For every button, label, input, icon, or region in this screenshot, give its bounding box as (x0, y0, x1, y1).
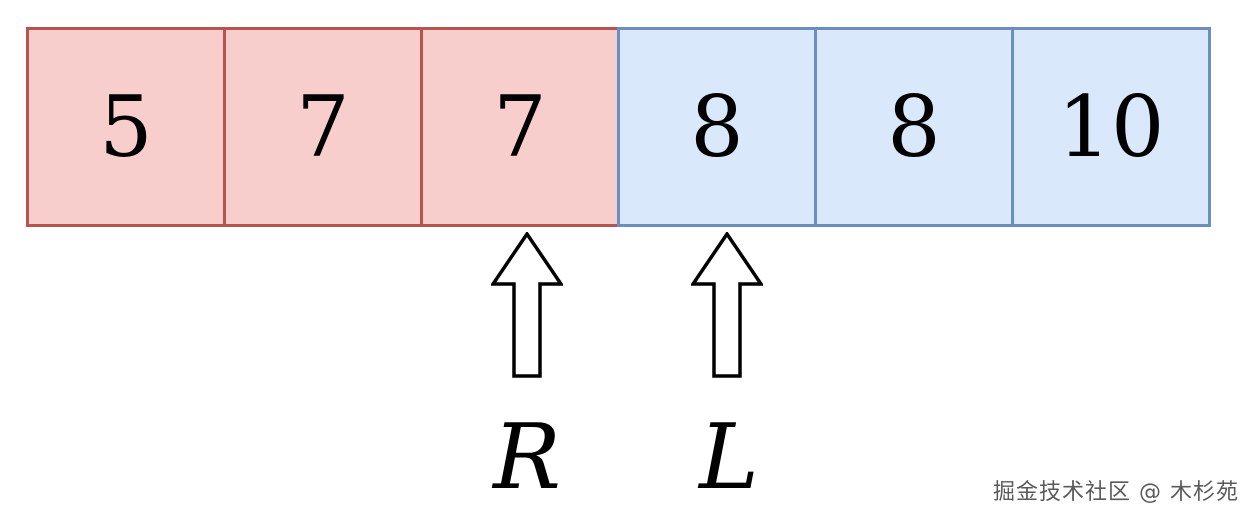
array-strip: 5 7 7 8 8 10 (26, 27, 1211, 227)
array-cell-1: 7 (223, 27, 423, 227)
array-cell-4: 8 (814, 27, 1014, 227)
pointer-label-l: L (699, 405, 759, 510)
array-cell-3: 8 (617, 27, 817, 227)
array-cell-5: 10 (1011, 27, 1211, 227)
up-arrow-icon-r (491, 232, 563, 378)
up-arrow-icon-l (691, 232, 763, 378)
array-cell-2: 7 (420, 27, 620, 227)
array-cell-0: 5 (26, 27, 226, 227)
watermark: 掘金技术社区 @ 木杉苑 (993, 480, 1239, 505)
pointer-label-r: R (493, 405, 561, 510)
